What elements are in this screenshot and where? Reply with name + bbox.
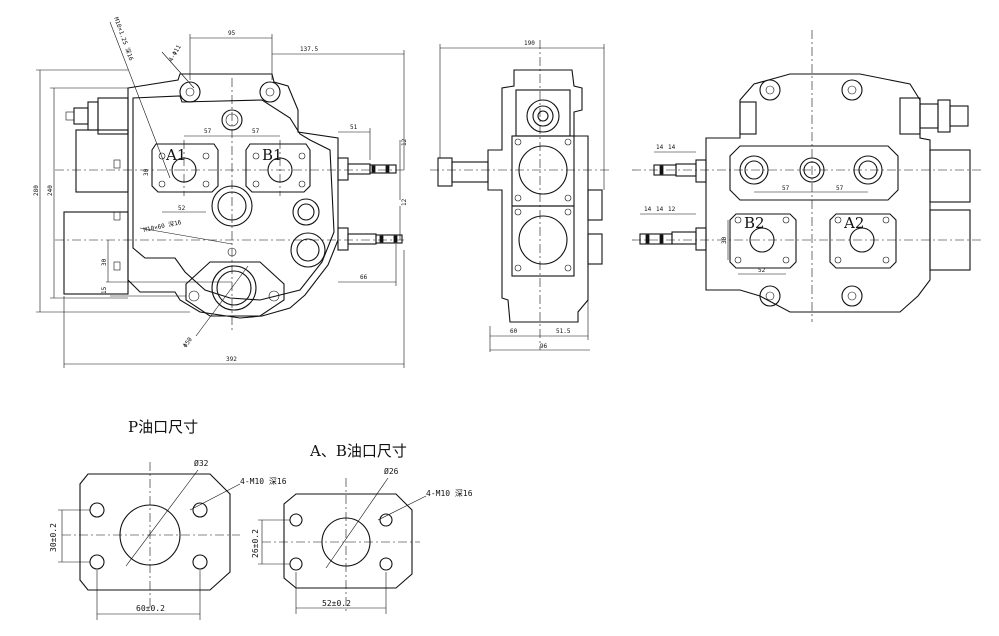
dim-392: 392 xyxy=(226,356,237,363)
dim-12-rear: 12 xyxy=(668,206,676,213)
label-b2: B2 xyxy=(744,214,765,232)
dim-240: 240 xyxy=(47,185,54,196)
dim-66: 66 xyxy=(360,274,368,281)
dim-95: 95 xyxy=(228,30,236,37)
side-view: 190 60 51.5 96 xyxy=(430,40,610,352)
dim-57-d: 57 xyxy=(836,185,844,192)
m10-deep-note: M10×1.25 深16 xyxy=(112,16,135,62)
diameter-note: Φ50 xyxy=(182,336,194,349)
dim-96: 96 xyxy=(540,343,548,350)
ab-port-diameter: Ø26 xyxy=(384,466,399,476)
m10-note-2: M10×60 深16 xyxy=(143,218,183,234)
ab-port-title: A、B油口尺寸 xyxy=(309,442,407,460)
dim-14-b: 14 xyxy=(668,144,676,151)
ab-port-thread: 4-M10 深16 xyxy=(426,489,473,498)
dim-30-rear: 30 xyxy=(721,236,728,244)
dim-137-5: 137.5 xyxy=(300,46,318,53)
dim-51: 51 xyxy=(350,124,358,131)
dim-52-port: 52 xyxy=(178,205,186,212)
dim-57-b: 57 xyxy=(252,128,260,135)
dim-14-c: 14 xyxy=(644,206,652,213)
front-view: 95 137.5 4-Φ11 M10×1.25 深16 280 240 57 5… xyxy=(33,16,408,368)
p-port-diameter: Ø32 xyxy=(194,458,209,468)
hole-4-phi-note: 4-Φ11 xyxy=(168,44,183,63)
dim-30-left: 30 xyxy=(101,258,108,266)
label-a1: A1 xyxy=(165,146,186,164)
dim-14-a: 14 xyxy=(656,144,664,151)
p-port-detail: P油口尺寸 Ø32 4-M10 深16 30±0.2 60±0.2 xyxy=(49,418,287,620)
ab-port-width: 52±0.2 xyxy=(322,599,351,608)
label-b1: B1 xyxy=(262,146,283,164)
dim-57-c: 57 xyxy=(782,185,790,192)
dim-51-5: 51.5 xyxy=(556,328,571,335)
dim-30-port: 30 xyxy=(143,168,150,176)
p-port-width: 60±0.2 xyxy=(136,604,165,613)
ab-port-detail: A、B油口尺寸 Ø26 4-M10 深16 26±0.2 52±0.2 xyxy=(251,442,473,614)
label-a2: A2 xyxy=(843,214,864,232)
rear-view: 14 14 14 14 12 57 57 30 52 B2 A2 xyxy=(632,30,982,322)
dim-52-rear: 52 xyxy=(758,267,766,274)
dim-190: 190 xyxy=(524,40,535,47)
dim-280: 280 xyxy=(33,185,40,196)
dim-15-left: 15 xyxy=(101,286,108,294)
dim-14-d: 14 xyxy=(656,206,664,213)
dim-12-b: 12 xyxy=(401,198,408,206)
dim-57-a: 57 xyxy=(204,128,212,135)
p-port-title: P油口尺寸 xyxy=(128,418,198,436)
p-port-height: 30±0.2 xyxy=(49,523,58,552)
dim-12-a: 12 xyxy=(401,138,408,146)
p-port-thread: 4-M10 深16 xyxy=(240,477,287,486)
ab-port-height: 26±0.2 xyxy=(251,529,260,558)
dim-60-side: 60 xyxy=(510,328,518,335)
